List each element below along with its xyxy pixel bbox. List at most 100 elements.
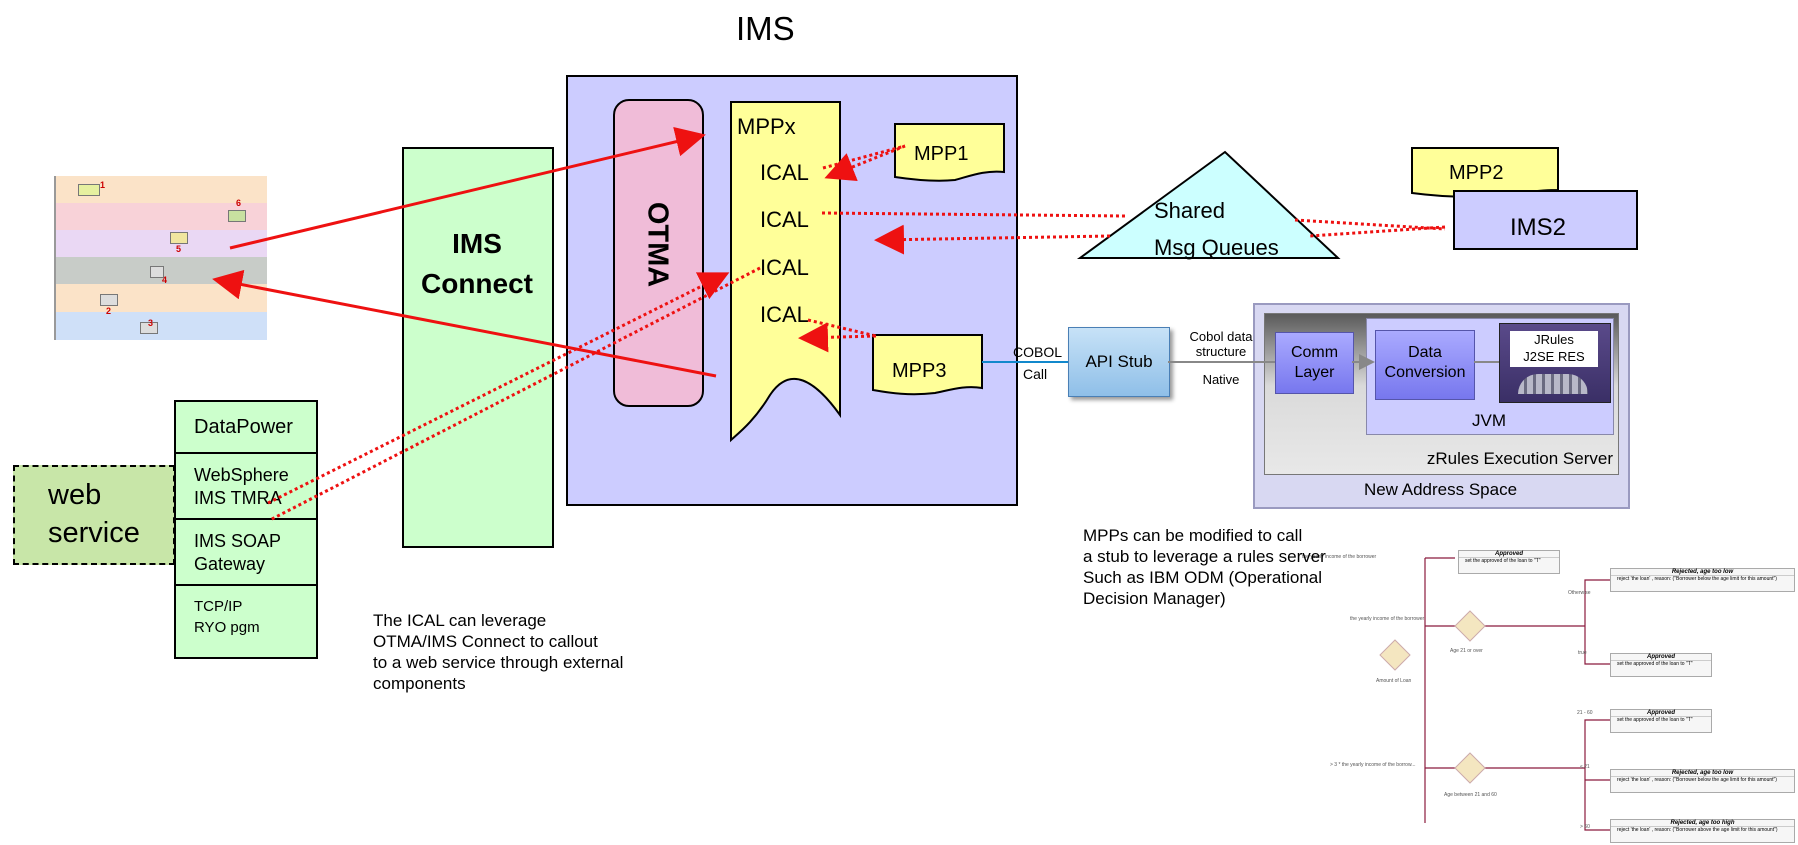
ical-note-line: The ICAL can leverage <box>373 611 547 630</box>
decision-label: Age 21 or over <box>1450 648 1483 654</box>
result-title: Approved <box>1459 551 1559 558</box>
decision-diamond <box>1454 610 1486 642</box>
result-action: set the approved of the loan to "T" <box>1617 661 1693 667</box>
step-number: 6 <box>236 198 242 208</box>
connector-arrow <box>1294 218 1446 231</box>
result-card: Approved set the approved of the loan to… <box>1610 709 1712 733</box>
step-number: 5 <box>176 244 182 254</box>
api-stub-label: API Stub <box>1085 352 1153 371</box>
web-service-label-1: web <box>48 479 102 511</box>
data-conversion-box <box>1375 330 1475 400</box>
native-label: Native <box>1202 372 1240 387</box>
ims2-label: IMS2 <box>1510 214 1567 241</box>
decision-tree: Approved set the approved of the loan to… <box>1300 548 1795 843</box>
comm-layer-box <box>1275 332 1354 394</box>
cobol-structure-label-2: structure <box>1195 344 1247 359</box>
task-box <box>140 322 158 334</box>
swimlane <box>56 230 267 257</box>
task-box <box>170 232 188 244</box>
branch-label: true <box>1578 650 1587 656</box>
gateway-divider <box>176 584 316 586</box>
ims-connect-box <box>402 147 554 548</box>
websphere-label-2: IMS TMRA <box>194 488 282 508</box>
mpp-note-line: Decision Manager) <box>1083 589 1226 608</box>
branch-label: 21 - 60 <box>1577 710 1593 716</box>
tcpip-label-2: RYO pgm <box>194 619 260 636</box>
gear-icon <box>1518 374 1588 394</box>
otma-label: OTMA <box>641 201 674 288</box>
ims2-box <box>1453 190 1638 250</box>
datapower-label: DataPower <box>194 416 293 438</box>
result-action: set the approved of the loan to "T" <box>1617 717 1693 723</box>
result-title: Approved <box>1611 710 1711 717</box>
workflow-thumbnail: 1 2 3 4 5 6 <box>54 176 267 340</box>
mpp-note-line: Such as IBM ODM (Operational <box>1083 568 1323 587</box>
address-space-label: New Address Space <box>1363 480 1518 499</box>
decision-diamond <box>1454 752 1486 784</box>
jrules-label-1: JRules <box>1534 332 1574 347</box>
row-label: Amount of Loan <box>1376 678 1412 684</box>
result-card: Approved set the approved of the loan to… <box>1458 550 1560 574</box>
row-label: the yearly income of the borrower <box>1350 616 1425 622</box>
cobol-call-label-2: Call <box>1023 366 1048 382</box>
step-number: 2 <box>106 306 112 316</box>
branch-label: Otherwise <box>1568 590 1591 596</box>
row-label: the yearly income of the borrower <box>1302 554 1377 560</box>
data-conversion-label-2: Conversion <box>1384 364 1466 381</box>
task-box <box>100 294 118 306</box>
comm-layer-label-2: Layer <box>1294 364 1335 381</box>
branch-label: ≤ 21 <box>1580 764 1590 770</box>
step-number: 4 <box>162 275 168 285</box>
cobol-structure-label-1: Cobol data <box>1189 329 1253 344</box>
ims-connect-label-2: Connect <box>421 268 533 299</box>
result-card: Rejected, age too low reject 'the loan' … <box>1610 568 1795 592</box>
mpp1-label: MPP1 <box>914 143 969 165</box>
step-number: 3 <box>148 318 154 328</box>
ical-label-3: ICAL <box>760 255 809 280</box>
shared-queues-label-2: Msg Queues <box>1154 235 1279 260</box>
gateway-stack: DataPower WebSphere IMS TMRA IMS SOAP Ga… <box>174 400 318 659</box>
data-conversion-label-1: Data <box>1408 344 1442 361</box>
result-action: reject 'the loan' , reason: ("Borrower a… <box>1617 827 1778 833</box>
task-box <box>78 184 100 196</box>
task-box <box>150 266 164 278</box>
ical-label-2: ICAL <box>760 207 809 232</box>
page-title: IMS <box>736 10 795 47</box>
ims-soap-label-1: IMS SOAP <box>194 531 282 551</box>
mppx-label: MPPx <box>737 114 796 139</box>
swimlane <box>56 284 267 312</box>
row-label: > 3 * the yearly income of the borrow... <box>1330 762 1416 768</box>
result-title: Approved <box>1611 654 1711 661</box>
zrules-server-label: zRules Execution Server <box>1426 449 1613 468</box>
mpp-note-line: a stub to leverage a rules server <box>1083 547 1326 566</box>
result-card: Rejected, age too low reject 'the loan' … <box>1610 769 1795 793</box>
swimlane <box>56 312 267 340</box>
ims-soap-label-2: Gateway <box>194 554 266 574</box>
ical-note-line: to a web service through external <box>373 653 624 672</box>
mpp-note: MPPs can be modified to call a stub to l… <box>1083 525 1326 609</box>
ical-note-line: OTMA/IMS Connect to callout <box>373 632 598 651</box>
result-action: reject 'the loan' , reason: ("Borrower b… <box>1617 777 1777 783</box>
comm-layer-label-1: Comm <box>1290 344 1339 361</box>
jrules-label-panel <box>1510 331 1598 367</box>
mpp-note-line: MPPs can be modified to call <box>1083 526 1303 545</box>
cobol-call-label-1: COBOL <box>1013 344 1063 360</box>
mpp3-label: MPP3 <box>892 360 947 382</box>
result-title: Rejected, age too high <box>1611 820 1794 827</box>
jvm-label: JVM <box>1472 411 1506 430</box>
branch-label: > 60 <box>1580 824 1590 830</box>
decision-label: Age between 21 and 60 <box>1444 792 1497 798</box>
websphere-label-1: WebSphere <box>194 465 289 485</box>
gateway-divider <box>176 518 316 520</box>
decision-diamond <box>1379 639 1411 671</box>
result-card: Rejected, age too high reject 'the loan'… <box>1610 819 1795 843</box>
step-number: 1 <box>100 180 106 190</box>
decision-tree-lines <box>1379 557 1610 831</box>
connector-arrow <box>1309 225 1446 238</box>
ims-connect-label-1: IMS <box>452 228 502 259</box>
result-title: Rejected, age too low <box>1611 569 1794 576</box>
web-service-label-2: service <box>48 517 140 549</box>
ical-label-4: ICAL <box>760 302 809 327</box>
ical-note: The ICAL can leverage OTMA/IMS Connect t… <box>373 610 623 694</box>
jrules-label-2: J2SE RES <box>1523 349 1585 364</box>
